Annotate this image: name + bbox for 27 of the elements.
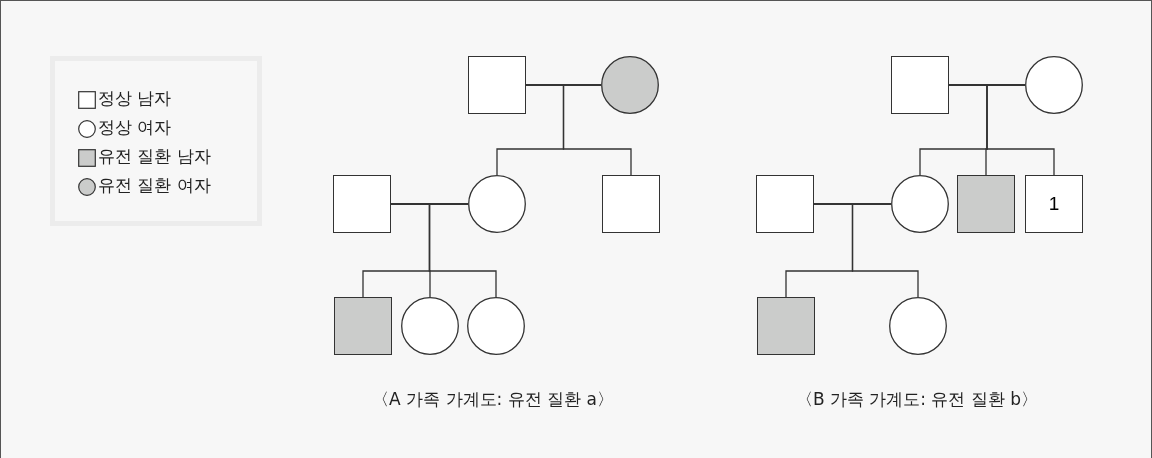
female-circle [891, 175, 949, 233]
female-circle [467, 297, 525, 355]
descent-line [813, 203, 919, 298]
male-square [602, 175, 660, 233]
female-circle [468, 175, 526, 233]
legend-text: 유전 질환 여자 [98, 174, 211, 197]
legend-text: 정상 여자 [98, 116, 172, 139]
pedigree-caption: 〈A 가족 가계도: 유전 질환 a〉 [371, 388, 615, 411]
affected-male-square [757, 297, 815, 355]
individual-number: 1 [1048, 193, 1060, 215]
pedigree-caption: 〈B 가족 가계도: 유전 질환 b〉 [794, 388, 1040, 411]
male-square [1025, 175, 1083, 233]
male-square [468, 56, 526, 114]
affected-male-square [957, 175, 1015, 233]
descent-line [390, 203, 497, 298]
affected-male-square [334, 297, 392, 355]
affected-female-circle [601, 56, 659, 114]
legend-text: 유전 질환 남자 [98, 145, 211, 168]
female-circle [1025, 56, 1083, 114]
female-circle [401, 297, 459, 355]
descent-line [525, 84, 632, 176]
female-circle [889, 297, 947, 355]
male-square [756, 175, 814, 233]
male-square [333, 175, 391, 233]
descent-line [948, 84, 1055, 176]
legend-text: 정상 남자 [98, 87, 172, 110]
male-square [891, 56, 949, 114]
